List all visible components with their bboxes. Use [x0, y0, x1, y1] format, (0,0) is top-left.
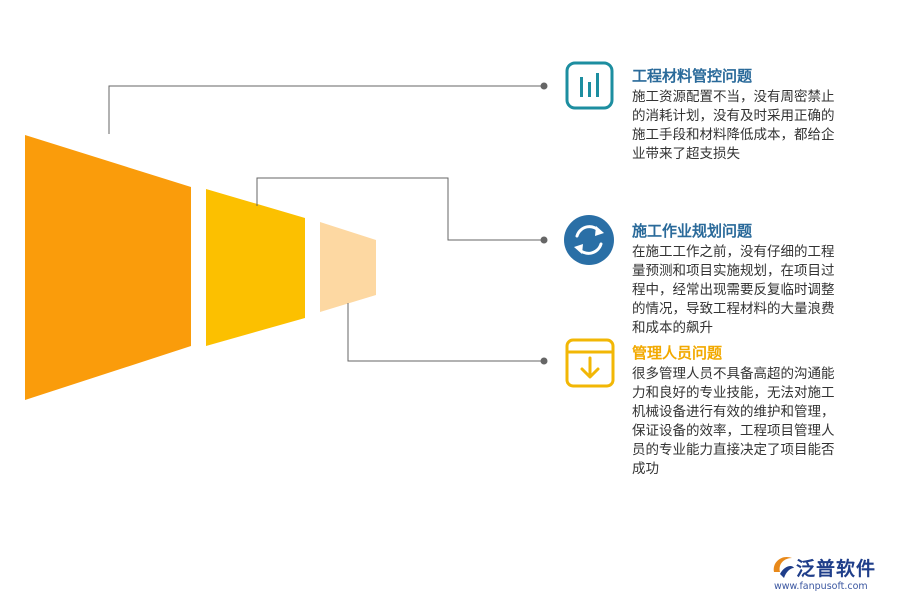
- fanpu-logo: 泛普软件 www.fanpusoft.com: [770, 552, 895, 597]
- body-line: 在施工工作之前，没有仔细的工程: [632, 244, 835, 260]
- fanpu-logo-mark: [773, 556, 794, 578]
- body-line: 的消耗计划，没有及时采用正确的: [632, 108, 835, 124]
- block-title-3: 管理人员问题: [632, 344, 723, 362]
- body-line: 成功: [632, 461, 659, 477]
- body-line: 施工手段和材料降低成本，都给企: [632, 127, 835, 143]
- funnel-segment-2: [206, 189, 305, 346]
- body-line: 施工资源配置不当，没有周密禁止: [632, 89, 835, 105]
- body-line: 业带来了超支损失: [632, 146, 740, 162]
- connector-dot-3: [540, 357, 548, 365]
- block-body-2: 在施工工作之前，没有仔细的工程 量预测和项目实施规划，在项目过 程中，经常出现需…: [632, 243, 892, 338]
- body-line: 的情况，导致工程材料的大量浪费: [632, 301, 835, 317]
- body-line: 员的专业能力直接决定了项目能否: [632, 442, 835, 458]
- body-line: 量预测和项目实施规划，在项目过: [632, 263, 835, 279]
- block-body-1: 施工资源配置不当，没有周密禁止 的消耗计划，没有及时采用正确的 施工手段和材料降…: [632, 88, 892, 164]
- block-body-3: 很多管理人员不具备高超的沟通能 力和良好的专业技能，无法对施工 机械设备进行有效…: [632, 365, 892, 479]
- body-line: 力和良好的专业技能，无法对施工: [632, 385, 835, 401]
- funnel-segment-1: [25, 135, 191, 400]
- text-block-1: 工程材料管控问题 施工资源配置不当，没有周密禁止 的消耗计划，没有及时采用正确的…: [632, 66, 892, 164]
- logo-name: 泛普软件: [796, 558, 877, 580]
- text-block-3: 管理人员问题 很多管理人员不具备高超的沟通能 力和良好的专业技能，无法对施工 机…: [632, 343, 892, 479]
- body-line: 程中，经常出现需要反复临时调整: [632, 282, 835, 298]
- connector-dot-2: [540, 236, 548, 244]
- body-line: 机械设备进行有效的维护和管理，: [632, 404, 835, 420]
- block-title-2: 施工作业规划问题: [632, 222, 753, 240]
- connector-line-1: [108, 85, 544, 134]
- block-title-1: 工程材料管控问题: [632, 67, 753, 85]
- bar-chart-icon: [565, 61, 614, 110]
- refresh-icon: [564, 215, 614, 265]
- download-box-icon: [565, 338, 615, 388]
- connector-dot-1: [540, 82, 548, 90]
- body-line: 保证设备的效率，工程项目管理人: [632, 423, 835, 439]
- body-line: 和成本的飙升: [632, 320, 713, 336]
- logo-url: www.fanpusoft.com: [774, 581, 868, 592]
- connector-line-3: [347, 303, 544, 362]
- funnel-segment-3: [320, 222, 376, 312]
- text-block-2: 施工作业规划问题 在施工工作之前，没有仔细的工程 量预测和项目实施规划，在项目过…: [632, 221, 892, 338]
- connector-line-2: [256, 177, 544, 241]
- body-line: 很多管理人员不具备高超的沟通能: [632, 366, 835, 382]
